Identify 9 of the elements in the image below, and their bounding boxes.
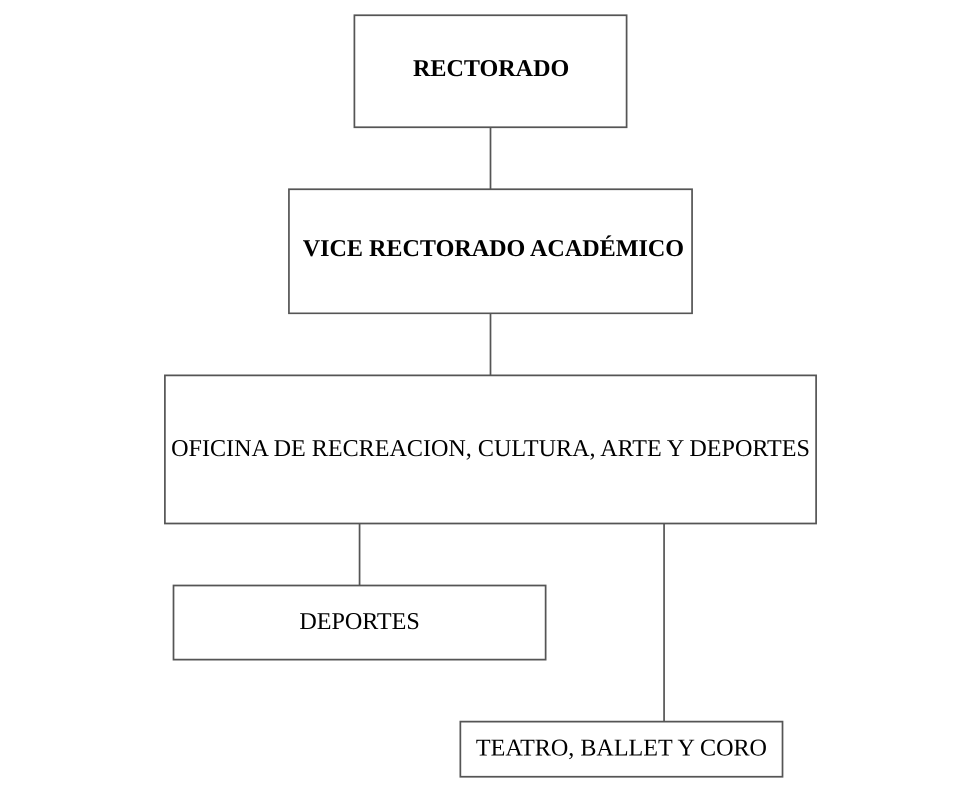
node-box: VICE RECTORADO ACADÉMICO bbox=[288, 188, 692, 314]
node-box: OFICINA DE RECREACION, CULTURA, ARTE Y DEPORTES bbox=[164, 374, 816, 524]
node-box: RECTORADO bbox=[353, 14, 627, 128]
connector bbox=[662, 524, 664, 722]
node-box: DEPORTES bbox=[172, 584, 546, 660]
connector bbox=[489, 128, 491, 189]
node-box: TEATRO, BALLET Y CORO bbox=[458, 720, 783, 778]
connector bbox=[358, 524, 360, 586]
connector bbox=[489, 313, 491, 375]
